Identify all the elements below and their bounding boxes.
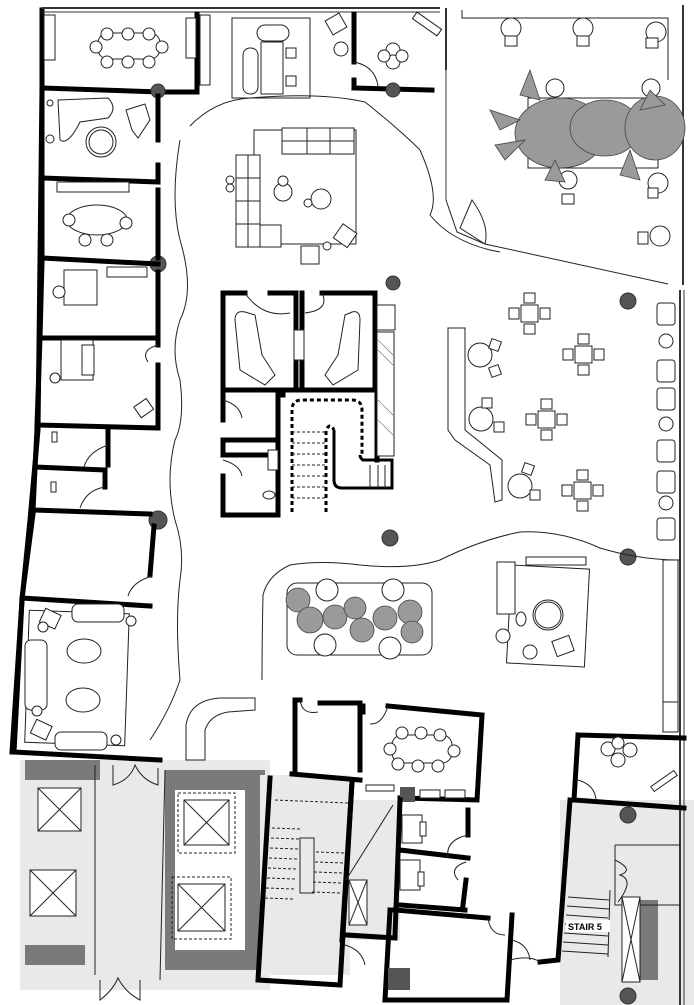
window-counter-seating [656, 302, 676, 541]
bottom-edges [509, 939, 541, 963]
circulation-boundary [149, 95, 681, 741]
cafe-round-tables [467, 337, 541, 501]
wellness-rooms [220, 290, 378, 393]
executive-lounge [9, 597, 137, 755]
reception-area [199, 12, 349, 99]
planter-foliage [489, 68, 686, 183]
small-offices-bottom [382, 797, 515, 1003]
elevators [29, 787, 236, 940]
east-bench [662, 559, 679, 733]
terrace-chairs [500, 17, 671, 247]
corner-lounge [495, 556, 591, 668]
small-meeting-room-4-seat [351, 11, 443, 93]
terrace-dining [459, 10, 686, 247]
cafe-square-tables [508, 292, 605, 512]
planter-seating-area [285, 578, 433, 660]
stair-5: STAIR 5 [537, 797, 680, 983]
cafe-seating [447, 292, 676, 541]
phone-booths [30, 425, 153, 517]
elevator-2 [29, 869, 77, 917]
bottom-rooms [289, 697, 485, 803]
private-office-1 [37, 259, 161, 341]
private-office-2 [34, 335, 161, 431]
elevator-1 [37, 787, 82, 832]
conference-room-8-seat [39, 11, 200, 95]
central-lounge [225, 127, 358, 265]
elevator-lobby [94, 763, 166, 1002]
meeting-room-6-seat [39, 179, 161, 267]
l-sofa [185, 697, 256, 761]
small-meeting-room-bottom-right [571, 732, 687, 811]
lounge-private-office [39, 89, 161, 185]
stair-5-label: STAIR 5 [568, 922, 602, 932]
elevator-3 [177, 792, 236, 854]
storage-room [19, 511, 157, 609]
internal-stair [280, 304, 396, 512]
shaft-core [339, 779, 398, 966]
restroom [220, 387, 281, 518]
conference-room-bottom [365, 726, 466, 802]
elevator-4 [171, 876, 232, 940]
